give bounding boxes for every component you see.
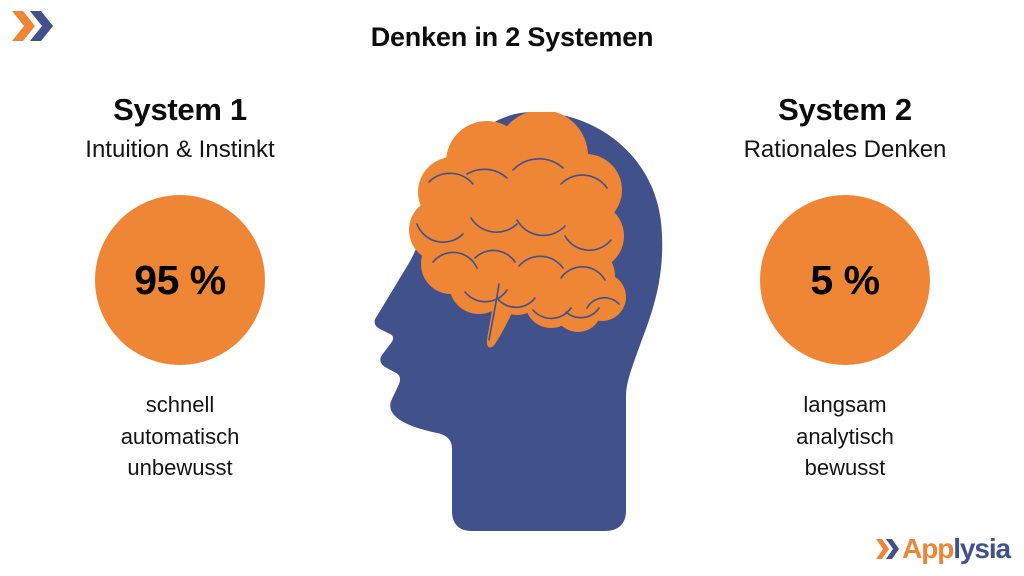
head-brain-svg bbox=[374, 110, 663, 531]
system-2-percent-circle: 5 % bbox=[760, 195, 930, 366]
system-1-trait-1: schnell bbox=[145, 392, 215, 418]
system-2-percent-value: 5 % bbox=[810, 256, 880, 303]
applysia-wordmark-part-1: App bbox=[902, 533, 954, 564]
applysia-wordmark: Applysia bbox=[902, 533, 1011, 564]
system-1-title: System 1 bbox=[113, 92, 247, 127]
page-title: Denken in 2 Systemen bbox=[370, 22, 654, 52]
system-2-trait-2: analytisch bbox=[796, 423, 894, 449]
system-1-percent-value: 95 % bbox=[134, 256, 226, 303]
system-2-title: System 2 bbox=[778, 92, 912, 127]
system-1-trait-3: unbewusst bbox=[127, 455, 233, 481]
system-2-traits: langsam analytisch bewusst bbox=[680, 389, 1010, 484]
column-system-2: System 2 Rationales Denken 5 % langsam a… bbox=[680, 92, 1010, 484]
head-profile-with-brain-illustration bbox=[337, 110, 689, 536]
double-chevron-mark bbox=[10, 9, 56, 43]
double-chevron-icon bbox=[12, 11, 53, 41]
system-2-trait-1: langsam bbox=[803, 392, 887, 418]
column-system-1: System 1 Intuition & Instinkt 95 % schne… bbox=[15, 92, 345, 484]
system-2-subtitle: Rationales Denken bbox=[743, 136, 947, 164]
brain-shape bbox=[409, 110, 626, 348]
applysia-chevron-icon bbox=[876, 539, 900, 559]
system-1-trait-2: automatisch bbox=[120, 423, 240, 449]
system-1-traits: schnell automatisch unbewusst bbox=[15, 389, 345, 484]
applysia-wordmark-part-2: lysia bbox=[953, 533, 1011, 564]
applysia-logo: Applysia bbox=[875, 532, 1011, 566]
system-1-subtitle: Intuition & Instinkt bbox=[85, 136, 275, 164]
system-2-trait-3: bewusst bbox=[804, 455, 886, 481]
system-1-percent-circle: 95 % bbox=[95, 195, 265, 366]
brain-fold-lines bbox=[416, 158, 620, 341]
